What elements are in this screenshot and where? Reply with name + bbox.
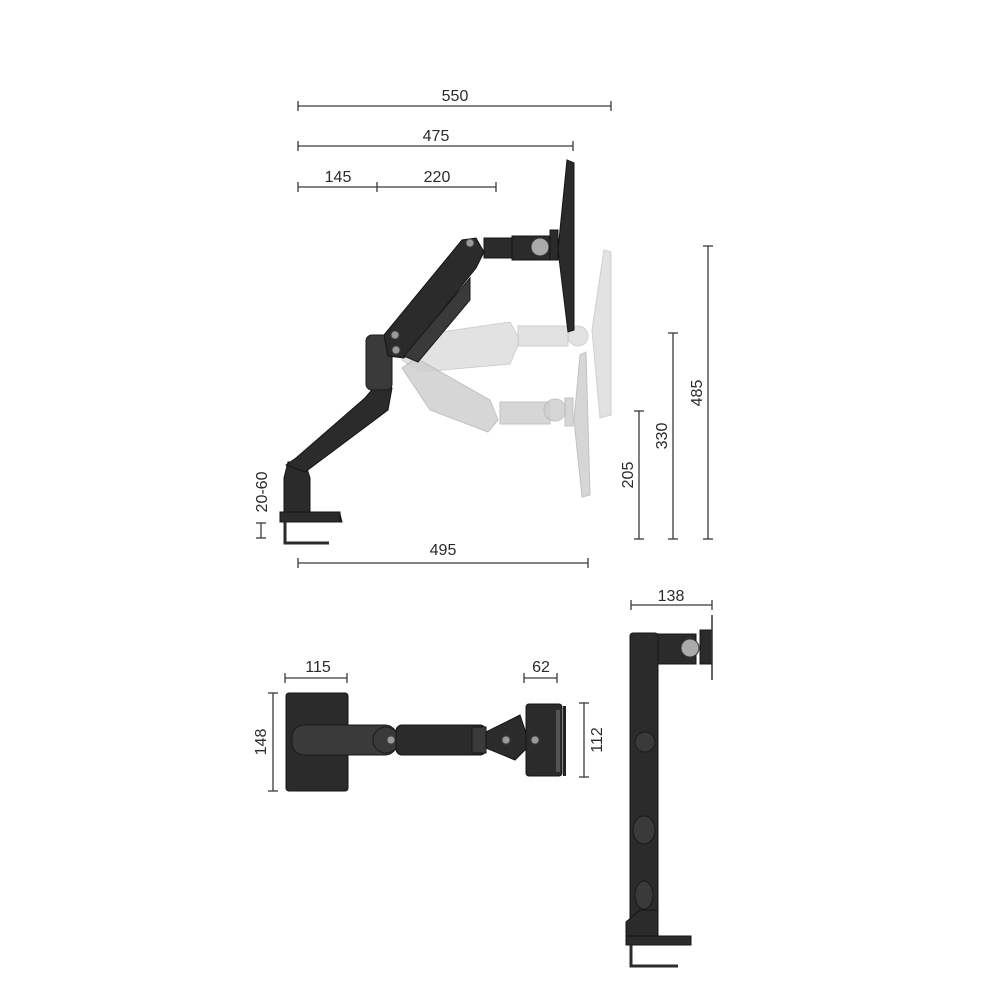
dim-base-width <box>284 673 348 683</box>
label-height-max: 485 <box>689 380 706 407</box>
label-clamp-range: 20-60 <box>254 471 271 512</box>
side-view-arm <box>279 159 575 545</box>
dim-height-max <box>703 245 713 540</box>
label-front-width: 138 <box>658 588 685 605</box>
dim-base-depth <box>297 558 589 568</box>
label-vesa-height: 112 <box>589 727 606 753</box>
front-view-arm <box>625 615 713 968</box>
dim-reach-to-monitor <box>297 141 574 151</box>
label-base-length: 148 <box>253 729 270 756</box>
dim-vesa-height <box>579 702 589 778</box>
label-base-width: 115 <box>305 659 331 676</box>
label-height-mid: 330 <box>654 423 671 450</box>
label-reach-to-monitor: 475 <box>423 128 450 145</box>
label-height-min: 205 <box>620 462 637 489</box>
label-upper-arm: 220 <box>424 169 451 186</box>
dim-base-length <box>268 692 278 792</box>
dim-lower-upper-arm <box>297 182 497 192</box>
dim-clamp-range <box>256 522 266 539</box>
dim-vesa-depth <box>523 673 558 683</box>
dim-total-reach <box>297 101 612 111</box>
top-view-arm <box>285 692 566 792</box>
label-total-reach: 550 <box>442 88 469 105</box>
label-vesa-depth: 62 <box>532 659 550 676</box>
label-base-depth: 495 <box>430 542 457 559</box>
dim-height-mid <box>668 332 678 540</box>
dim-height-min <box>634 410 644 540</box>
label-lower-arm: 145 <box>325 169 352 186</box>
dim-front-width <box>630 600 713 610</box>
